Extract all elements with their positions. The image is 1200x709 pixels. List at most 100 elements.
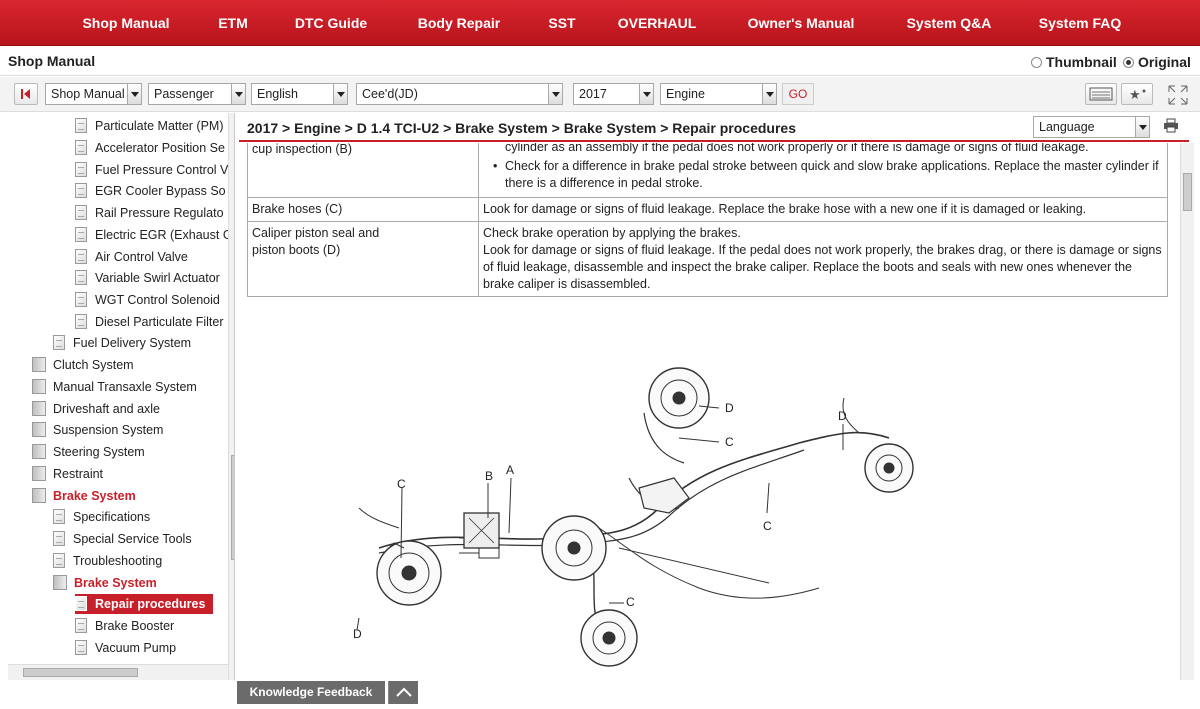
diagram-label: D <box>725 401 734 415</box>
breadcrumb-bar: 2017 > Engine > D 1.4 TCI-U2 > Brake Sys… <box>239 113 1189 142</box>
fullscreen-icon[interactable] <box>1166 83 1190 107</box>
procedure-line: Look for damage or signs of fluid leakag… <box>483 243 1162 291</box>
tree-item-label: Manual Transaxle System <box>53 380 197 394</box>
inspection-table: cup inspection (B) cylinder as an assemb… <box>247 143 1168 297</box>
tree-item[interactable]: Manual Transaxle System <box>32 377 197 397</box>
document-language-select-value: Language <box>1039 120 1095 134</box>
tree-item-label: Fuel Delivery System <box>73 336 192 350</box>
nav-dtc-guide[interactable]: DTC Guide <box>294 15 368 31</box>
document-language-select[interactable]: Language <box>1033 116 1150 138</box>
table-row: Brake hoses (C) Look for damage or signs… <box>247 197 1168 222</box>
tree-item[interactable]: WGT Control Solenoid <box>75 290 220 310</box>
nav-overhaul[interactable]: OVERHAUL <box>617 15 697 31</box>
tree-item-label: Electric EGR (Exhaust G <box>95 228 233 242</box>
diagram-label: C <box>397 477 406 491</box>
vehicle-type-select[interactable]: Passenger <box>148 83 246 105</box>
tree-item[interactable]: Vacuum Pump <box>75 638 176 658</box>
nav-body-repair[interactable]: Body Repair <box>417 15 501 31</box>
back-arrow-icon <box>21 89 30 99</box>
view-original-option[interactable]: Original <box>1123 54 1191 70</box>
document-icon <box>75 205 87 220</box>
tree-item-brake-system-sub[interactable]: Brake System <box>53 573 157 593</box>
tree-item[interactable]: Diesel Particulate Filter <box>75 312 224 332</box>
abs-unit <box>463 512 500 549</box>
scroll-thumb[interactable] <box>1183 173 1192 211</box>
content-vertical-scrollbar[interactable] <box>1180 143 1194 680</box>
knowledge-feedback-button[interactable]: Knowledge Feedback <box>237 681 385 704</box>
nav-system-qa[interactable]: System Q&A <box>906 15 992 31</box>
model-select-value: Cee'd(JD) <box>362 87 418 101</box>
tree-item[interactable]: Fuel Pressure Control V <box>75 160 228 180</box>
tree-item-repair-procedures[interactable]: Repair procedures <box>75 594 214 614</box>
radio-on-icon[interactable] <box>1123 57 1134 68</box>
radio-off-icon[interactable] <box>1031 57 1042 68</box>
nav-system-faq[interactable]: System FAQ <box>1038 15 1122 31</box>
tree-item-label: Driveshaft and axle <box>53 402 161 416</box>
engine-select[interactable]: Engine <box>660 83 777 105</box>
bookmark-button[interactable]: ★ <box>1121 83 1153 105</box>
diagram-label: B <box>485 469 493 483</box>
chevron-down-icon <box>639 84 653 104</box>
tree-item[interactable]: Air Control Valve <box>75 247 188 267</box>
folder-icon <box>32 422 46 437</box>
tree-item[interactable]: Fuel Delivery System <box>53 333 191 353</box>
bookmark-star-icon: ★ <box>1129 88 1146 103</box>
tree-item[interactable]: Accelerator Position Se <box>75 138 225 158</box>
document-icon <box>53 509 65 524</box>
diagram-label: A <box>506 463 514 477</box>
tree-item-label: Restraint <box>53 467 104 481</box>
nav-etm[interactable]: ETM <box>218 15 248 31</box>
year-select-value: 2017 <box>579 87 607 101</box>
tree-item[interactable]: Electric EGR (Exhaust G <box>75 225 233 245</box>
keyboard-button[interactable] <box>1085 83 1117 105</box>
tree-item-label: Special Service Tools <box>73 532 192 546</box>
rear-suspension-knuckle <box>638 477 690 514</box>
tree-item[interactable]: Driveshaft and axle <box>32 399 160 419</box>
tree-item[interactable]: Variable Swirl Actuator <box>75 268 220 288</box>
sidebar-vertical-scrollbar[interactable] <box>228 113 234 680</box>
tree-item-label: Air Control Valve <box>95 250 188 264</box>
model-select[interactable]: Cee'd(JD) <box>356 83 563 105</box>
scroll-thumb[interactable] <box>231 455 234 560</box>
tree-item-label: Fuel Pressure Control V <box>95 163 229 177</box>
nav-sst[interactable]: SST <box>548 15 576 31</box>
tree-item[interactable]: Suspension System <box>32 420 163 440</box>
page-title: Shop Manual <box>8 53 96 69</box>
scroll-thumb[interactable] <box>23 668 138 677</box>
tree-item[interactable]: Steering System <box>32 442 145 462</box>
part-label: Caliper piston seal and piston boots (D) <box>252 226 380 257</box>
tree-item[interactable]: Brake Booster <box>75 616 174 636</box>
print-icon[interactable] <box>1163 118 1179 134</box>
table-cell-part: cup inspection (B) <box>247 143 479 198</box>
chevron-down-icon <box>127 84 141 104</box>
year-select[interactable]: 2017 <box>573 83 654 105</box>
tree-item[interactable]: Restraint <box>32 464 103 484</box>
collapse-panel-button[interactable] <box>388 681 418 704</box>
view-thumbnail-option[interactable]: Thumbnail <box>1031 54 1117 70</box>
sidebar-tree: Particulate Matter (PM) Accelerator Posi… <box>8 113 235 680</box>
tree-item[interactable]: Particulate Matter (PM) <box>75 116 224 136</box>
tree-item[interactable]: EGR Cooler Bypass So <box>75 181 226 201</box>
rear-left-brake <box>648 367 710 429</box>
manual-select[interactable]: Shop Manual <box>45 83 142 105</box>
document-icon <box>53 553 65 568</box>
sidebar-horizontal-scrollbar[interactable] <box>8 664 228 680</box>
language-select[interactable]: English <box>251 83 348 105</box>
front-right-brake <box>580 609 638 667</box>
nav-owners-manual[interactable]: Owner's Manual <box>747 15 855 31</box>
tree-item[interactable]: Special Service Tools <box>53 529 192 549</box>
collapse-sidebar-button[interactable] <box>14 83 38 105</box>
folder-icon <box>32 466 46 481</box>
folder-icon <box>32 379 46 394</box>
tree-item[interactable]: Clutch System <box>32 355 134 375</box>
nav-shop-manual[interactable]: Shop Manual <box>82 15 170 31</box>
document-icon <box>53 531 65 546</box>
tree-item-label: Brake System <box>53 489 136 503</box>
tree-item[interactable]: Rail Pressure Regulato <box>75 203 224 223</box>
diagram-label: C <box>725 435 734 449</box>
table-cell-procedure: Check brake operation by applying the br… <box>478 221 1168 297</box>
go-button[interactable]: GO <box>782 83 814 105</box>
tree-item-brake-system[interactable]: Brake System <box>32 486 136 506</box>
tree-item[interactable]: Specifications <box>53 507 150 527</box>
tree-item[interactable]: Troubleshooting <box>53 551 162 571</box>
